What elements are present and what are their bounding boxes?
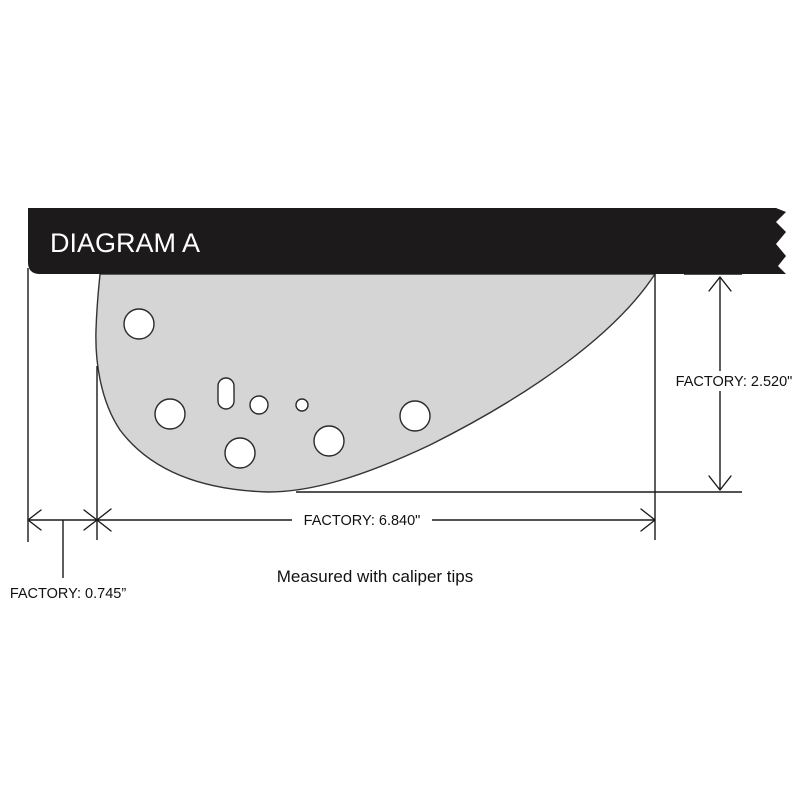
banner: DIAGRAM A: [28, 208, 786, 274]
part-outline: [95, 273, 657, 493]
hole-small-center: [249, 395, 269, 415]
hole-tiny-center: [295, 398, 309, 412]
hole-left-middle: [154, 398, 186, 430]
hole-bottom-left: [224, 437, 256, 469]
hole-bottom-center: [313, 425, 345, 457]
width-dimension: FACTORY: 6.840": [96, 508, 656, 532]
height-label-bg: [672, 371, 796, 391]
extension-lines: [27, 268, 742, 542]
offset-arrow-left: [27, 509, 42, 531]
width-label: FACTORY: 6.840": [304, 513, 421, 529]
width-arrow-right: [640, 508, 656, 532]
banner-bar: [28, 208, 786, 274]
hole-right: [399, 400, 431, 432]
offset-arrow-right: [83, 509, 98, 531]
height-dimension: FACTORY: 2.520": [672, 276, 796, 491]
height-arrow-top: [708, 276, 732, 292]
hole-large-top-left: [123, 308, 155, 340]
banner-title: DIAGRAM A: [50, 228, 200, 258]
height-label: FACTORY: 2.520": [676, 374, 793, 390]
part-plate: [95, 273, 657, 493]
caption: Measured with caliper tips: [277, 567, 474, 586]
hole-slot: [217, 377, 235, 410]
height-arrow-bottom: [708, 475, 732, 491]
offset-dimension: FACTORY: 0.745”: [10, 509, 126, 602]
offset-label: FACTORY: 0.745”: [10, 586, 126, 602]
